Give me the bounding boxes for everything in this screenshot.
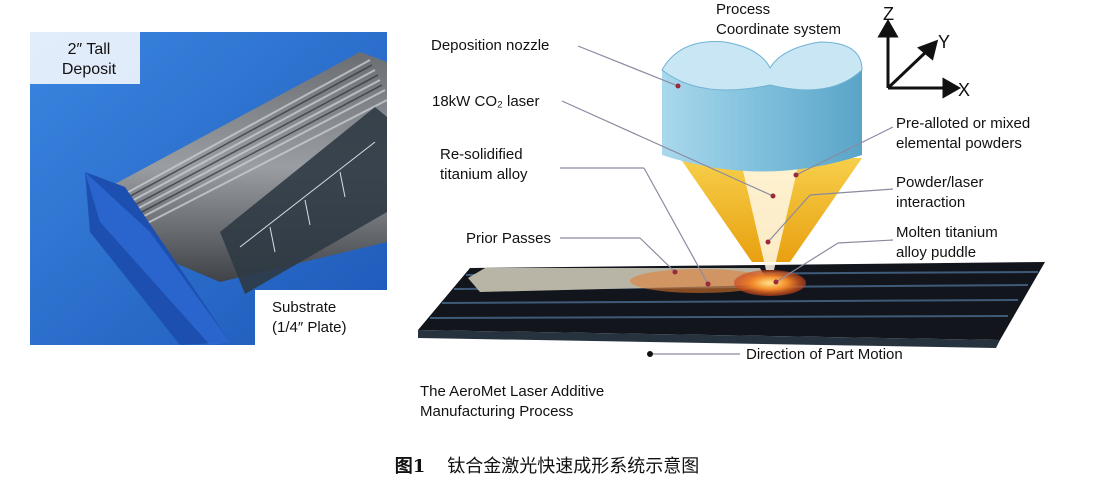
label-powders-line1: Pre-alloted or mixed — [896, 115, 1031, 132]
deposit-photo — [30, 32, 387, 345]
substrate-label: Substrate (1/4″ Plate) — [272, 298, 347, 338]
process-title-line1: The AeroMet Laser Additive — [420, 383, 605, 400]
process-title: The AeroMet Laser Additive Manufacturing… — [420, 382, 604, 422]
figure-number: 图1 — [394, 456, 426, 477]
laser-beam — [740, 158, 800, 270]
coordinate-axes — [877, 18, 962, 99]
axis-x-label: X — [958, 80, 971, 100]
substrate-label-line2: (1/4″ Plate) — [272, 319, 347, 336]
deposit-label-line2: Deposit — [61, 61, 117, 78]
label-resolidified: Re-solidified titanium alloy — [440, 145, 528, 185]
label-puddle: Molten titanium alloy puddle — [896, 223, 998, 263]
leader-lines — [560, 45, 894, 355]
label-laser: 18kW CO₂ laser — [432, 93, 540, 110]
leader-dots — [672, 83, 799, 287]
deposit-label: 2″ Tall Deposit — [44, 40, 134, 80]
coord-title: Process Coordinate system — [716, 0, 841, 40]
label-puddle-line2: alloy puddle — [896, 244, 977, 261]
coord-title-line2: Coordinate system — [716, 21, 842, 38]
label-resolidified-line2: titanium alloy — [440, 166, 528, 183]
coord-title-line1: Process — [716, 1, 771, 18]
deposit-label-line1: 2″ Tall — [67, 41, 111, 58]
label-powders-line2: elemental powders — [896, 135, 1022, 152]
label-deposition-nozzle: Deposition nozzle — [431, 37, 550, 54]
deposit-photo-drawing — [30, 32, 387, 345]
resolidified-zone — [630, 269, 770, 293]
deposition-nozzle — [661, 41, 863, 172]
molten-puddle — [734, 270, 806, 296]
axis-y-label: Y — [938, 32, 951, 52]
label-interaction: Powder/laser interaction — [896, 173, 984, 213]
figure-caption: 图1 钛合金激光快速成形系统示意图 — [0, 452, 1094, 478]
axis-z-label: Z — [883, 4, 894, 24]
label-interaction-line1: Powder/laser — [896, 174, 984, 191]
motion-dot — [647, 351, 653, 357]
substrate-label-line1: Substrate — [272, 299, 337, 316]
label-interaction-line2: interaction — [896, 194, 966, 211]
label-puddle-line1: Molten titanium — [896, 224, 998, 241]
label-powders: Pre-alloted or mixed elemental powders — [896, 114, 1030, 154]
label-prior-passes: Prior Passes — [466, 230, 552, 247]
label-resolidified-line1: Re-solidified — [440, 146, 523, 163]
process-title-line2: Manufacturing Process — [420, 403, 574, 420]
figure-caption-text: 钛合金激光快速成形系统示意图 — [447, 456, 700, 477]
process-diagram — [418, 18, 1045, 357]
label-motion: Direction of Part Motion — [746, 346, 903, 363]
